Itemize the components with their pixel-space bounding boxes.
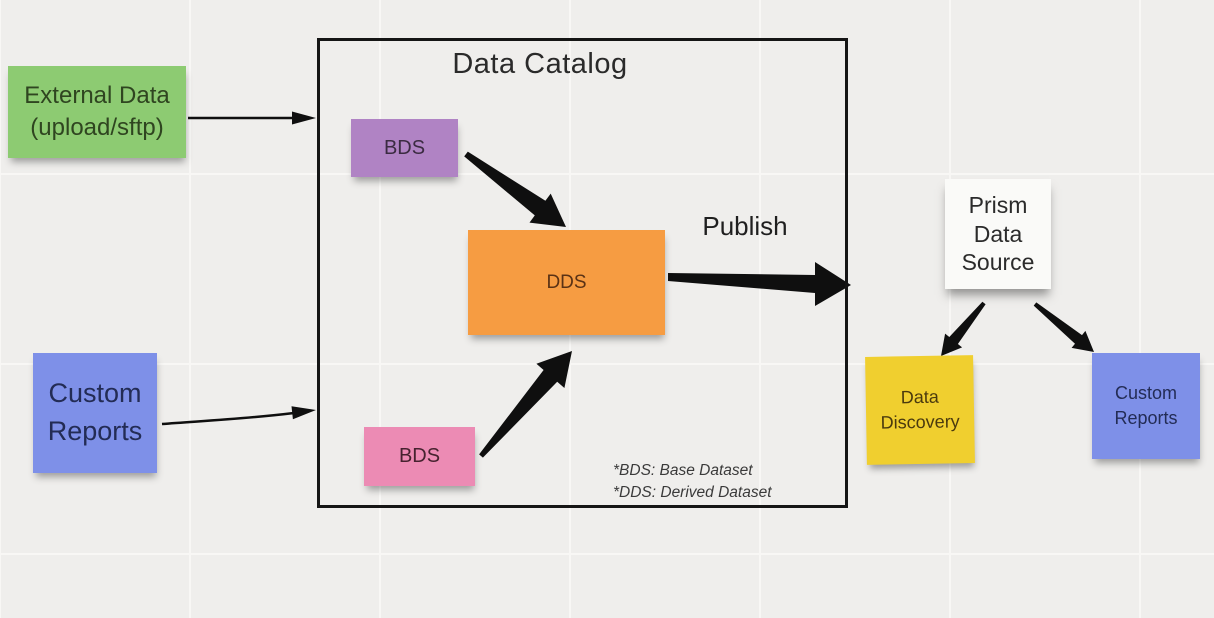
sticky-dds[interactable]: DDS (468, 230, 665, 335)
sticky-bds-top-label: BDS (383, 136, 426, 159)
sticky-bds-top[interactable]: BDS (351, 119, 458, 177)
sticky-prism-data-source-label: Prism Data Source (961, 191, 1035, 276)
sticky-prism-data-source[interactable]: Prism Data Source (945, 179, 1051, 289)
sticky-bds-bottom-label: BDS (398, 445, 441, 467)
arrow-external-to-catalog-head (292, 111, 316, 125)
footnote-bds: *BDS: Base Dataset (613, 462, 753, 479)
arrow-prism-to-custom-reports (1033, 302, 1094, 352)
arrow-custom-reports-to-catalog (161, 411, 295, 426)
arrow-prism-to-data-discovery (941, 301, 986, 356)
footnote-dds: *DDS: Derived Dataset (613, 484, 772, 501)
arrow-custom-reports-to-catalog-head (291, 406, 316, 420)
sticky-dds-label: DDS (546, 271, 587, 293)
sticky-bds-bottom[interactable]: BDS (364, 427, 475, 486)
data-catalog-frame[interactable] (317, 38, 848, 508)
data-catalog-title: Data Catalog (452, 48, 628, 80)
sticky-data-discovery-label: Data Discovery (880, 386, 960, 433)
sticky-data-discovery[interactable]: Data Discovery (865, 355, 975, 465)
sticky-custom-reports-left-label: Custom Reports (47, 378, 143, 446)
sticky-custom-reports-left[interactable]: Custom Reports (33, 353, 157, 473)
sticky-custom-reports-right-label: Custom Reports (1114, 382, 1178, 428)
sticky-custom-reports-right[interactable]: Custom Reports (1092, 353, 1200, 459)
footnotes: *BDS: Base Dataset *DDS: Derived Dataset (613, 460, 772, 504)
sticky-external-data-label: External Data (upload/sftp) (24, 81, 170, 141)
sticky-external-data[interactable]: External Data (upload/sftp) (8, 66, 186, 158)
publish-label: Publish (702, 211, 788, 241)
